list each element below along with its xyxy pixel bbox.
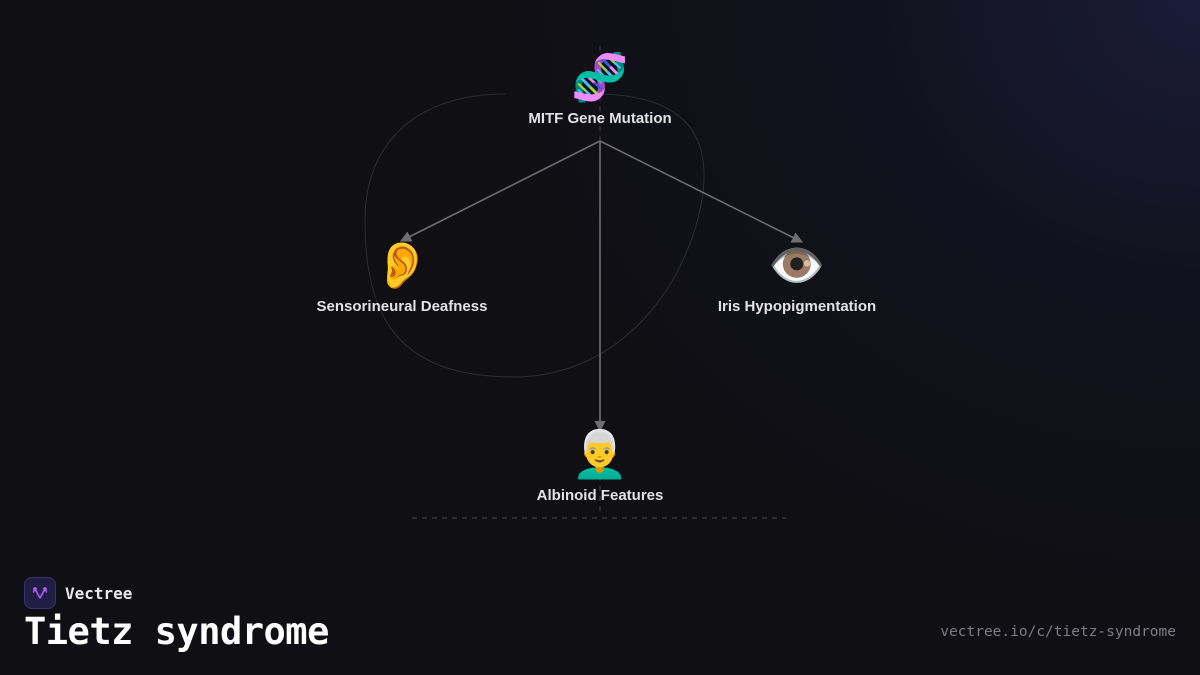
node-sensorineural-deafness[interactable]: 👂 Sensorineural Deafness <box>317 238 488 315</box>
dna-icon: 🧬 <box>571 51 629 103</box>
node-albinoid-features[interactable]: 👨‍🦳 Albinoid Features <box>537 427 664 504</box>
brand-name: Vectree <box>65 583 133 603</box>
node-iris-hypopigmentation[interactable]: 👁️ Iris Hypopigmentation <box>718 238 876 315</box>
ear-icon: 👂 <box>373 239 431 291</box>
eye-icon: 👁️ <box>768 239 826 291</box>
page-title: Tietz syndrome <box>24 610 329 653</box>
node-label: Iris Hypopigmentation <box>717 298 877 315</box>
decorative-curve <box>364 93 705 378</box>
brand[interactable]: Vectree <box>24 577 132 609</box>
vectree-logo-icon <box>24 577 56 609</box>
node-label: MITF Gene Mutation <box>528 110 672 127</box>
node-label: Sensorineural Deafness <box>316 298 488 315</box>
white-haired-person-icon: 👨‍🦳 <box>571 428 629 480</box>
node-label: Albinoid Features <box>536 487 664 504</box>
edge-to-iris <box>599 140 804 243</box>
node-mitf-gene-mutation[interactable]: 🧬 MITF Gene Mutation <box>528 50 671 127</box>
edge-to-deafness <box>399 140 601 242</box>
page-url[interactable]: vectree.io/c/tietz-syndrome <box>940 624 1176 640</box>
